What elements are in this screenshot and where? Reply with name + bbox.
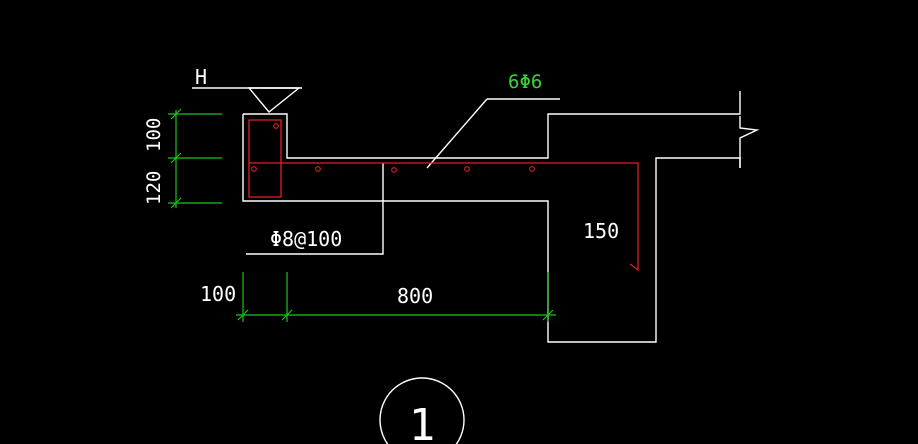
dimension-100-vertical-text: 100 [143, 118, 165, 152]
dim-tick [237, 309, 249, 321]
level-mark-text: H [195, 65, 207, 89]
main-rebar [249, 162, 639, 272]
rebar-dot [251, 166, 257, 172]
dimension-100-horizontal-text: 100 [200, 282, 236, 306]
section-outline-top [243, 91, 741, 159]
dim-tick [170, 108, 182, 120]
rebar-callout-text: 6Φ6 [508, 71, 542, 93]
dim-tick [542, 309, 554, 321]
concrete-outline [242, 91, 760, 343]
dim-tick [170, 197, 182, 209]
rebar-dot [529, 166, 535, 172]
leader-line [426, 98, 488, 169]
dimension-800-text: 800 [397, 284, 433, 308]
elevation-mark: H [192, 65, 302, 113]
rebar-dot [273, 123, 279, 129]
stirrup-spec-text: Φ8@100 [270, 227, 342, 251]
detail-circle [379, 377, 465, 444]
detail-marker: 1 [379, 377, 465, 444]
rebar-group [248, 119, 639, 272]
stirrup-rebar [248, 119, 282, 198]
dimensions [168, 108, 556, 322]
elevation-triangle [247, 87, 301, 113]
detail-number-text: 1 [409, 400, 436, 444]
rebar-dot [315, 166, 321, 172]
hanger-line [246, 163, 384, 255]
dim-tick [281, 309, 293, 321]
rebar-dot [391, 167, 397, 173]
dimension-150-text: 150 [583, 219, 619, 243]
dim-tick [170, 152, 182, 164]
break-line [739, 116, 760, 168]
rebar-dot [464, 166, 470, 172]
text-labels: 6Φ6 Φ8@100 150 100 800 100 120 [143, 71, 619, 308]
dimension-120-vertical-text: 120 [143, 171, 165, 205]
section-outline-main [242, 114, 741, 343]
